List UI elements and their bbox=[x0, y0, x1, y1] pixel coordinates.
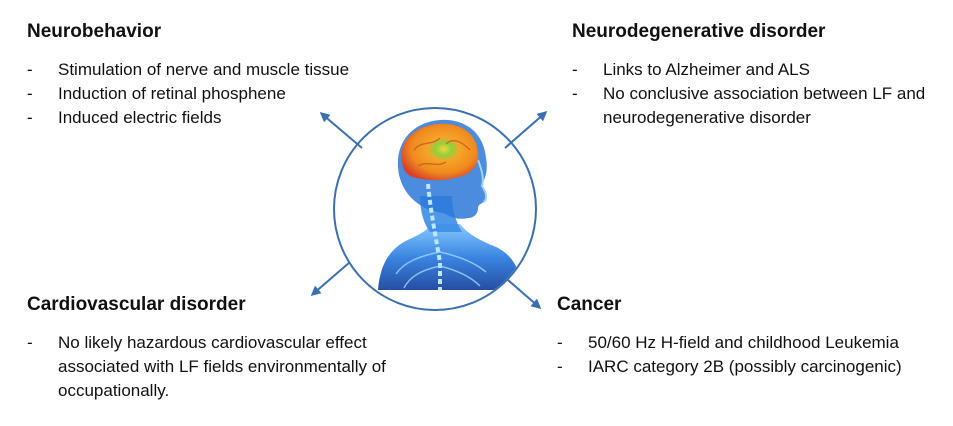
item-list: - Links to Alzheimer and ALS - No conclusi… bbox=[572, 58, 932, 130]
arrow-to-neurodegenerative bbox=[504, 111, 548, 149]
item-list: - 50/60 Hz H-field and childhood Leukemia… bbox=[557, 331, 947, 379]
item-text: IARC category 2B (possibly carcinogenic) bbox=[588, 357, 902, 376]
bullet-dash: - bbox=[27, 333, 33, 352]
list-item: - Induced electric fields bbox=[27, 106, 407, 130]
section-title: Neurobehavior bbox=[27, 21, 162, 42]
list-item: - No likely hazardous cardiovascular effe… bbox=[27, 331, 387, 403]
list-item: - Links to Alzheimer and ALS bbox=[572, 58, 932, 82]
item-text: 50/60 Hz H-field and childhood Leukemia bbox=[588, 333, 899, 352]
item-text: Induction of retinal phosphene bbox=[58, 84, 286, 103]
section-cardiovascular: Cardiovascular disorder - No likely hazar… bbox=[27, 293, 387, 403]
section-neurobehavior: Neurobehavior - Stimulation of nerve and … bbox=[27, 20, 407, 130]
section-cancer: Cancer - 50/60 Hz H-field and childhood L… bbox=[557, 293, 947, 379]
arrow-to-cardiovascular bbox=[310, 261, 351, 296]
list-item: - No conclusive association between LF an… bbox=[572, 82, 932, 130]
item-text: Stimulation of nerve and muscle tissue bbox=[58, 60, 350, 79]
bullet-dash: - bbox=[572, 84, 578, 103]
section-neurodegenerative: Neurodegenerative disorder - Links to Alz… bbox=[572, 20, 932, 130]
arrow-to-cancer bbox=[507, 279, 542, 309]
item-list: -Stimulation of nerve and muscle tissue … bbox=[27, 58, 407, 130]
item-text: Links to Alzheimer and ALS bbox=[603, 60, 810, 79]
bullet-dash: - bbox=[572, 60, 578, 79]
bullet-dash: - bbox=[557, 357, 563, 376]
item-text: No likely hazardous cardiovascular effec… bbox=[58, 333, 386, 400]
bullet-dash: - bbox=[27, 108, 33, 127]
bullet-dash: - bbox=[557, 333, 563, 352]
item-list: - No likely hazardous cardiovascular effe… bbox=[27, 331, 387, 403]
section-title: Cardiovascular disorder bbox=[27, 294, 246, 315]
section-title: Neurodegenerative disorder bbox=[572, 21, 826, 42]
human-head-brain-xray-icon bbox=[378, 119, 522, 290]
item-text: No conclusive association between LF and… bbox=[603, 84, 926, 127]
bullet-dash: - bbox=[27, 60, 33, 79]
bullet-dash: - bbox=[27, 84, 33, 103]
list-item: - 50/60 Hz H-field and childhood Leukemia bbox=[557, 331, 947, 355]
section-title: Cancer bbox=[557, 294, 622, 315]
center-circle bbox=[333, 107, 537, 311]
list-item: - Induction of retinal phosphene bbox=[27, 82, 407, 106]
item-text: Induced electric fields bbox=[58, 108, 222, 127]
list-item: - IARC category 2B (possibly carcinogenic… bbox=[557, 355, 947, 379]
list-item: - Stimulation of nerve and muscle tissue bbox=[27, 58, 407, 82]
